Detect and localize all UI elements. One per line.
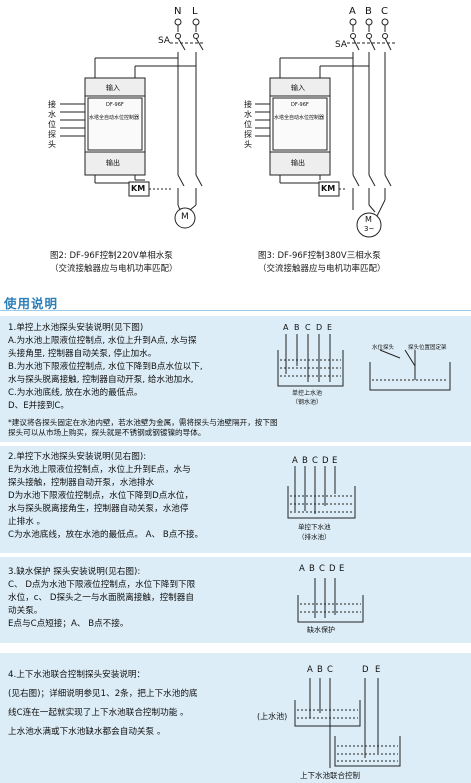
section-1-note: *建议将各探头固定在水池内壁，若水池壁为金属，需将探头与池壁隔开，按下图探头可以… [8,418,278,437]
fig2-contactor: KM [131,184,146,193]
fig3-motor-phase: 3~ [364,225,375,233]
title-divider [0,310,471,311]
s1-letter-e: E [327,323,333,332]
fig2-output-label: 输出 [106,159,120,167]
fig3-device-name: 水塔全自动水位控制器 [274,115,325,121]
s1-diagram-caption: 单控上水池（钢水池） [292,390,323,406]
s2-letter-e: E [332,456,338,466]
s1-mount-label: 探头位置固定架 [408,345,447,351]
section-3 [0,557,471,643]
fig3-caption: 图3: DF-96F控制380V三相水泵 （交流接触器应与电机功率匹配） [258,251,386,274]
s1-probe-label: 水位探头 [372,345,395,351]
s2-letter-d: D [322,456,329,466]
fig3-terminal-c: C [381,6,388,17]
fig2-terminal-n: N [174,6,182,17]
s3-letter-c: C [319,564,325,574]
s1-letter-a: A [283,323,289,332]
section-2-text: 2.单控下水池探头安装说明(见右图):E为水池上限液位控制点，水位上升到E点，水… [8,452,204,540]
fig2-switch-label: SA [158,36,171,46]
fig2-terminal-l: L [192,6,198,17]
s3-letter-e: E [339,564,345,574]
fig2-probe-label: 接水位探头 [48,100,56,149]
fig2-motor: M [181,212,189,222]
s2-letter-c: C [312,456,318,466]
s2-letter-a: A [292,456,298,466]
fig3-probe-label: 接水位探头 [244,100,252,149]
s4-upper-label: (上水池) [257,712,288,721]
section-3-text: 3.缺水保护 探头安装说明(见右图):C、 D点为水池下限液位控制点，水位下降到… [8,567,196,629]
section-2-tank-diagram [287,466,356,519]
s3-letter-b: B [309,564,315,574]
fig3-terminal-b: B [365,6,372,17]
s4-letter-b: B [317,665,323,675]
s1-letter-c: C [305,323,311,332]
s1-letter-d: D [316,323,323,332]
fig2-caption: 图2: DF-96F控制220V单相水泵 （交流接触器应与电机功率匹配） [50,251,178,274]
fig3-input-label: 输入 [291,84,305,92]
s2-letter-b: B [302,456,308,466]
section-4 [0,653,471,783]
fig2-model: DF-96F [106,102,124,108]
fig3-output-label: 输出 [291,159,305,167]
s2-diagram-caption: 单控下水池（排水池） [298,523,331,541]
section-4-text: 4.上下水池联合控制探头安装说明：(见右图)；详细说明参见1、2条，把上下水池的… [8,670,198,737]
s3-diagram-caption: 缺水保护 [307,626,335,634]
section-title: 使用说明 [4,296,59,311]
figure-2-wiring-diagram [60,18,205,229]
section-1 [0,316,471,442]
s4-letter-a: A [307,665,313,675]
figure-3-wiring-diagram [255,18,395,238]
section-2 [0,446,471,553]
s4-letter-e: E [375,665,381,675]
fig3-terminal-a: A [349,6,356,17]
s3-letter-d: D [329,564,336,574]
fig3-switch-label: SA [335,40,348,50]
section-1-text: 1.单控上水池探头安装说明(见下图)A.为水池上限液位控制点, 水位上升到A点,… [8,323,203,411]
section-3-tank-diagram [297,578,364,623]
fig3-motor: M [365,215,372,224]
s4-letter-d: D [362,665,369,675]
s4-diagram-caption: 上下水池联合控制 [300,771,360,780]
section-1-tank-diagram [277,334,451,391]
section-4-tank-diagram [294,678,401,768]
fig3-model: DF-96F [291,102,309,108]
s1-letter-b: B [294,323,300,332]
fig3-contactor: KM [321,184,336,193]
s4-letter-c: C [327,665,333,675]
s3-letter-a: A [299,564,305,574]
fig2-device-name: 水塔全自动水位控制器 [89,115,140,121]
fig2-input-label: 输入 [106,84,120,92]
